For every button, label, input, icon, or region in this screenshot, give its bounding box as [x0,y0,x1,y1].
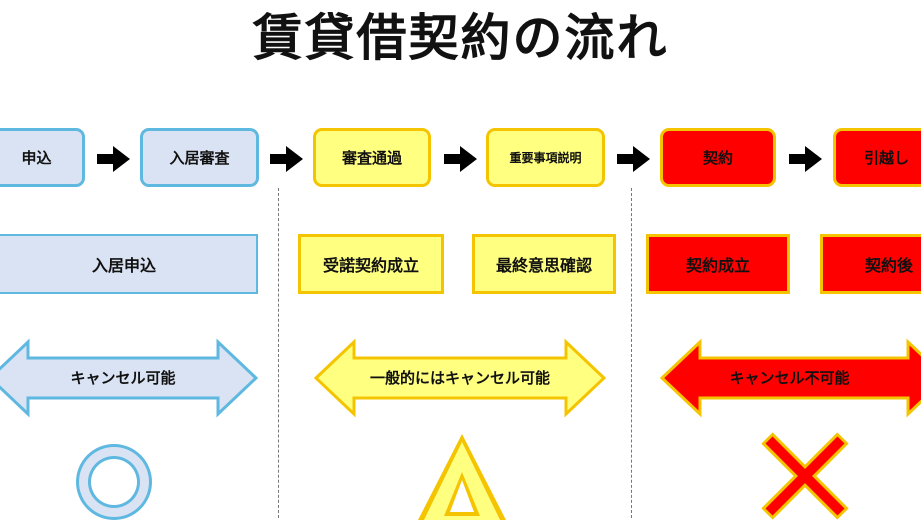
result-label: 契約成立 [685,256,750,275]
step-label: 入居審査 [169,149,230,167]
step-important-matters: 重要事項説明 [486,128,605,187]
phase-divider [278,188,279,518]
right-arrow-icon [270,146,303,172]
step-label: 申込 [21,149,52,167]
step-label: 契約 [702,149,733,167]
step-application: 申込 [0,128,85,187]
result-box: 契約成立 [646,234,790,294]
step-screening: 入居審査 [140,128,259,187]
double-arrow-shape [313,338,607,418]
cancel-status-label: キャンセル不可能 [729,369,850,387]
double-arrow-shape [0,338,259,418]
result-box: 最終意思確認 [472,234,616,294]
right-arrow-icon [97,146,130,172]
step-label: 審査通過 [341,149,402,167]
result-label: 受諾契約成立 [322,256,419,275]
right-arrow-icon [617,146,650,172]
right-arrow-icon [444,146,477,172]
result-label: 契約後 [865,256,914,275]
cross-ng-icon [761,432,849,520]
phase-divider [631,188,632,518]
circle-ok-icon [76,444,152,520]
double-arrow-shape [659,338,921,418]
result-box: 契約後 [820,234,921,294]
page-title: 賃貸借契約の流れ [252,9,669,67]
step-move: 引越し [833,128,921,187]
right-arrow-icon [789,146,822,172]
step-contract: 契約 [660,128,776,187]
step-screening-passed: 審査通過 [313,128,431,187]
result-label: 最終意思確認 [495,256,592,275]
result-label: 入居申込 [91,256,156,275]
triangle-caution-icon [418,434,506,520]
cancel-status-label: 一般的にはキャンセル可能 [369,369,550,387]
result-box: 受諾契約成立 [298,234,444,294]
step-label: 引越し [864,149,910,167]
result-box: 入居申込 [0,234,258,294]
step-label: 重要事項説明 [509,151,582,165]
cancel-status-label: キャンセル可能 [70,369,176,387]
